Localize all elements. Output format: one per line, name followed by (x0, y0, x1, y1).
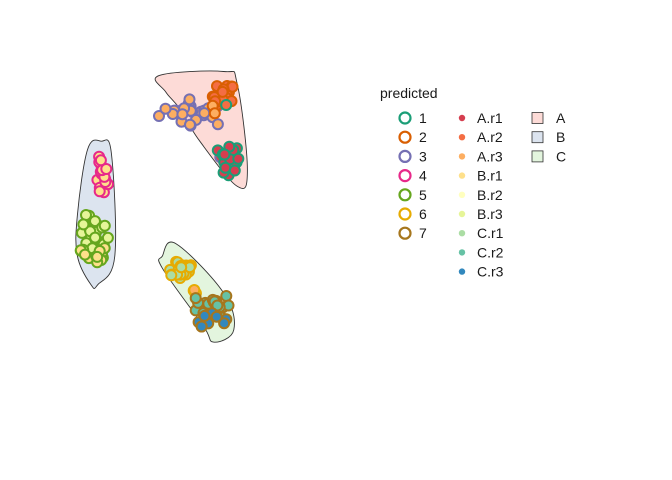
point-7-c-r3 (195, 320, 208, 333)
point-1-a-r1 (228, 164, 241, 177)
point-3-a-r3 (153, 110, 165, 122)
point-3-a-r3 (198, 107, 211, 120)
legend-label-fill-c-r3: C.r3 (477, 264, 504, 280)
point-1-a-r1 (218, 148, 231, 161)
point-3-a-r3 (184, 118, 196, 131)
point-1-a-r1 (232, 152, 245, 165)
legend-key-outline-6 (398, 207, 412, 221)
legend-key-outline-3 (398, 149, 412, 163)
legend-key-outline-5 (398, 188, 412, 202)
point-3-a-r3 (176, 108, 189, 121)
point-4-b-r1 (93, 185, 106, 198)
legend-fill-categories: A.r1A.r2A.r3B.r1B.r2B.r3C.r1C.r2C.r3 (458, 110, 504, 280)
point-1-a-r2 (220, 99, 233, 111)
legend-label-fill-b-r2: B.r2 (477, 187, 503, 203)
legend-label-fill-a-r3: A.r3 (477, 148, 503, 164)
legend-key-fill-a-r3 (458, 153, 466, 160)
legend-key-fill-b-r2 (458, 191, 466, 198)
legend-key-region-c (531, 150, 544, 163)
point-3-a-r3 (159, 102, 172, 115)
point-2-a-r2 (216, 85, 229, 98)
points (74, 80, 245, 333)
legend-label-region-b: B (556, 129, 565, 145)
legend-label-fill-b-r1: B.r1 (477, 168, 503, 184)
legend-key-fill-a-r1 (458, 114, 466, 122)
legend-label-outline-1: 1 (419, 110, 427, 126)
point-5-b-r3 (89, 215, 101, 228)
legend-key-region-b (531, 131, 544, 144)
legend-label-fill-a-r1: A.r1 (477, 110, 503, 126)
legend-key-fill-c-r3 (458, 268, 466, 275)
legend-key-region-a (531, 112, 544, 124)
legend-label-outline-7: 7 (419, 225, 427, 241)
point-5-b-r3 (101, 231, 114, 244)
legend-predicted-outlines: 1 2 3 4 5 6 7 (398, 110, 427, 241)
legend-label-region-a: A (556, 110, 566, 126)
legend-label-outline-2: 2 (419, 129, 427, 145)
point-6-c-r1 (175, 261, 188, 274)
legend-label-outline-6: 6 (419, 206, 427, 222)
legend-key-outline-1 (398, 111, 412, 125)
point-5-b-r3 (98, 219, 111, 232)
point-5-b-r1 (79, 248, 91, 261)
point-6-c-r1 (165, 269, 178, 282)
legend-key-fill-c-r2 (458, 249, 466, 256)
legend-label-outline-5: 5 (419, 187, 427, 203)
point-7-c-r2 (220, 290, 233, 302)
point-7-c-r3 (198, 309, 211, 322)
legend-key-fill-c-r1 (458, 230, 466, 237)
legend-label-fill-c-r1: C.r1 (477, 225, 504, 241)
legend: predicted 1 2 3 4 5 6 7 A.r1A.r2A.r3B.r1B.r2B.… (380, 85, 566, 280)
legend-label-fill-a-r2: A.r2 (477, 129, 503, 145)
legend-key-fill-b-r3 (458, 210, 466, 218)
legend-key-outline-4 (398, 169, 412, 183)
legend-key-outline-2 (398, 130, 412, 144)
point-7-c-r2 (189, 292, 202, 305)
point-2-a-r3 (208, 107, 221, 120)
legend-key-fill-a-r2 (458, 134, 466, 141)
point-5-b-r1 (91, 250, 104, 263)
point-3-a-r3 (211, 118, 224, 131)
legend-label-outline-4: 4 (419, 168, 427, 184)
point-4-b-r1 (94, 154, 107, 167)
point-7-c-r3 (218, 317, 231, 330)
point-5-b-r3 (77, 218, 90, 231)
legend-label-outline-3: 3 (419, 148, 427, 164)
point-5-b-r3 (89, 231, 102, 244)
point-3-a-r3 (183, 93, 196, 106)
legend-key-fill-b-r1 (458, 172, 466, 179)
legend-label-region-c: C (556, 148, 566, 164)
legend-label-fill-b-r3: B.r3 (477, 206, 503, 222)
point-4-b-r1 (100, 163, 113, 175)
legend-label-fill-c-r2: C.r2 (477, 244, 504, 260)
point-7-c-r3 (210, 310, 223, 323)
legend-region-categories: ABC (531, 110, 566, 164)
legend-title: predicted (380, 85, 438, 101)
legend-key-outline-7 (398, 226, 412, 240)
